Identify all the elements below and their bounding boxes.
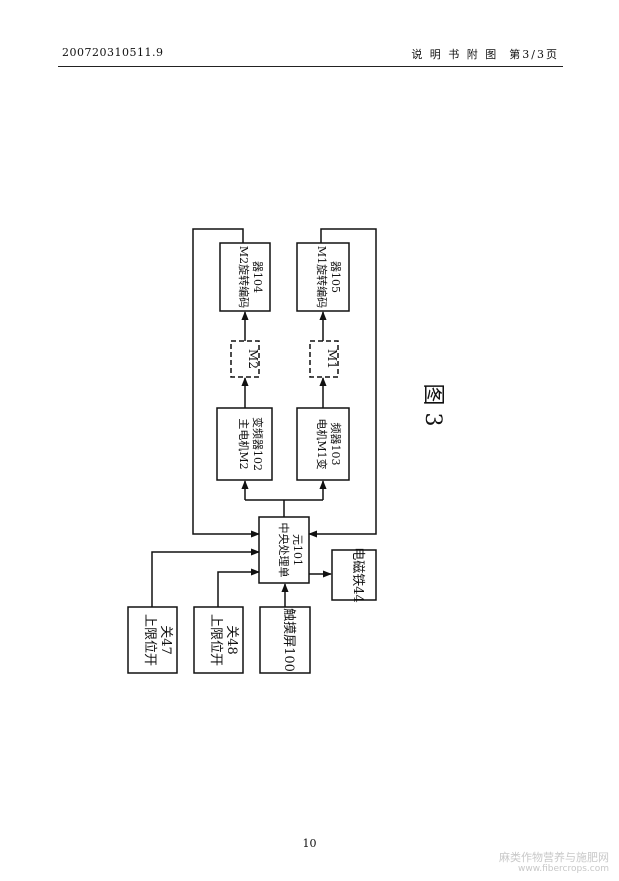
electromagnet-box [331, 549, 377, 601]
m2-encoder-label-2: 器104 [251, 261, 264, 293]
header-rule [58, 66, 563, 67]
m2-encoder-box [219, 242, 271, 312]
m1-vfd-label-2: 频器103 [329, 423, 343, 466]
limit-switch-47-label-1: 上限位开 [142, 614, 157, 666]
page-number: 10 [302, 837, 317, 850]
cpu-label-1: 中央处理单 [277, 523, 290, 578]
m1-feedback-line [308, 228, 377, 538]
page-section-label: 说 明 书 附 图 第3/3页 [411, 48, 559, 61]
limit-switch-47-label-2: 关47 [158, 625, 173, 655]
main-vfd-label-1: 主电机M2 [237, 418, 251, 469]
limit-switch-48-label-1: 上限位开 [208, 614, 223, 666]
m1-encoder-box [296, 242, 350, 312]
document-number: 200720310511.9 [62, 46, 164, 59]
electromagnet-label: 电磁铁44 [350, 547, 365, 603]
watermark-site-name: 麻类作物营养与施肥网 [499, 851, 609, 864]
touch-screen-label: 触摸屏100 [281, 608, 296, 672]
m2-feedback-line [192, 228, 260, 538]
limit48-to-cpu-line [217, 568, 260, 607]
m2-motor-label: M2 [246, 349, 260, 369]
limit47-to-cpu-line [151, 548, 260, 607]
m1-encoder-label-2: 器105 [329, 261, 342, 293]
figure-label: 图 3 [420, 384, 445, 427]
m1-motor-label: M1 [325, 349, 339, 369]
m1-encoder-label-1: M1旋转编码 [315, 246, 329, 308]
cpu-label-2: 元101 [291, 534, 304, 566]
limit-switch-48-label-2: 关48 [224, 625, 239, 655]
m2-encoder-label-1: M2旋转编码 [237, 246, 251, 308]
watermark-url: www.fibercrops.com [518, 864, 609, 874]
m1-vfd-label-1: 电机M1变 [315, 418, 329, 469]
main-vfd-label-2: 变频器102 [251, 417, 265, 471]
